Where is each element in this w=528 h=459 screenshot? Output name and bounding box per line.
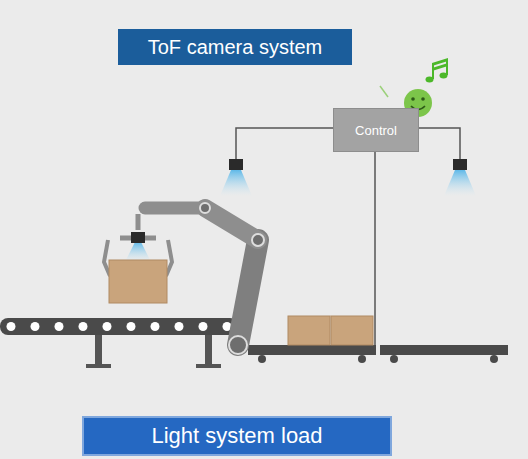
smiley-eye <box>411 97 415 101</box>
conveyor-leg <box>205 334 212 367</box>
control-box: Control <box>333 108 419 152</box>
note-head <box>440 73 448 79</box>
caption-banner: Light system load <box>82 416 392 456</box>
tof-camera <box>220 159 476 196</box>
note-stem <box>446 59 448 75</box>
cart-wheel <box>390 355 398 363</box>
cargo-box <box>109 260 167 303</box>
roller <box>7 322 16 331</box>
roller <box>55 322 64 331</box>
smiley-eye <box>421 97 425 101</box>
roller <box>151 322 160 331</box>
node-label: Control <box>355 123 397 138</box>
roller <box>31 322 40 331</box>
conveyor-foot <box>86 364 111 368</box>
light-beam <box>444 170 476 196</box>
conveyor-foot <box>196 364 221 368</box>
cargo-box <box>331 316 373 345</box>
note-head <box>426 77 434 83</box>
robot-arm <box>104 203 264 354</box>
arm-lower <box>238 240 258 345</box>
camera-body <box>453 159 467 170</box>
roller <box>79 322 88 331</box>
conveyor-belt <box>0 318 238 335</box>
wire <box>236 86 460 346</box>
cart-wheel <box>258 355 266 363</box>
wire <box>419 128 460 160</box>
note-stem <box>432 64 434 79</box>
cart <box>248 316 508 363</box>
conveyor-leg <box>95 334 102 367</box>
camera-body <box>131 232 145 243</box>
roller <box>175 322 184 331</box>
conveyor <box>0 318 238 368</box>
cart-platform <box>248 345 376 355</box>
roller <box>127 322 136 331</box>
light-beam <box>220 170 252 196</box>
arm-joint <box>200 203 210 213</box>
roller <box>199 322 208 331</box>
wire <box>374 152 376 346</box>
cart-wheel <box>358 355 366 363</box>
roller <box>103 322 112 331</box>
camera-body <box>229 159 243 170</box>
light-beam <box>125 242 151 262</box>
wire <box>380 86 388 97</box>
cart-platform <box>380 345 508 355</box>
title-banner: ToF camera system <box>118 29 352 65</box>
arm-upper <box>205 208 258 240</box>
conveyor-rollers <box>7 322 232 331</box>
title: ToF camera system <box>148 36 322 59</box>
note-beam <box>432 63 448 71</box>
cart-wheel <box>490 355 498 363</box>
wire <box>236 128 333 160</box>
arm-joint <box>252 234 264 246</box>
arm-joint <box>229 336 247 354</box>
cargo-box <box>288 316 330 345</box>
music-note <box>426 58 449 83</box>
caption: Light system load <box>151 423 322 449</box>
arm-forearm <box>145 202 205 215</box>
